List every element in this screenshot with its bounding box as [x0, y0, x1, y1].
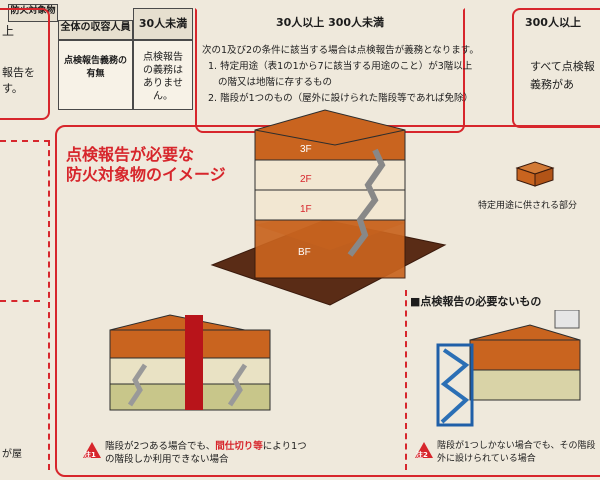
floor-label-2f: 2F	[300, 174, 312, 185]
bf-block	[254, 219, 406, 279]
note2-line2: 外に設けられている場合	[437, 454, 536, 464]
note2-badge: 注2	[416, 451, 428, 459]
legend-swatch	[515, 161, 555, 187]
under30-cell: 点検報告 の義務は ありません。	[133, 40, 193, 110]
warning-icon	[83, 442, 101, 458]
note2: 注2 階段が1つしかない場合でも、その階段 外に設けられている場合	[415, 440, 600, 470]
roof	[254, 109, 406, 146]
mid-condition-text: 次の1及び2の条件に該当する場合は点検報告が義務となります。 1. 特定用途（表…	[202, 43, 502, 107]
mid-line3: の階又は地階に存するもの	[218, 77, 333, 88]
under30-line1: 点検報告	[143, 52, 183, 63]
top-table: 防火対象物 全体の収容人員 30人未満 30人以上 300人未満 300人以上 …	[0, 0, 600, 133]
left-snippet-2: す。	[2, 82, 23, 95]
floor-1-block	[254, 189, 406, 221]
floor-label-1f: 1F	[300, 204, 312, 215]
note1-line1: 階段が2つある場合でも、間仕切り等により1つ	[105, 440, 307, 453]
section-divider	[405, 290, 407, 470]
under30-line2: の義務は	[143, 65, 183, 76]
mid-line4: 2. 階段が1つのもの（屋外に設けられた階段等であれば免除）	[208, 93, 474, 104]
note1-building-illustration	[109, 314, 271, 411]
over300-text: すべて点検報 義務があ	[530, 58, 595, 94]
note1-badge: 注1	[84, 451, 96, 459]
outdoor-stair-frame	[436, 343, 474, 427]
left-column-box	[0, 8, 50, 120]
mid-line1: 次の1及び2の条件に該当する場合は点検報告が義務となります。	[202, 45, 479, 56]
left-partial-label: 上	[2, 24, 15, 38]
note1-highlight: 間仕切り等	[215, 441, 263, 452]
headline: 点検報告が必要な 防火対象物のイメージ	[66, 145, 226, 185]
under30-line3: ありません。	[143, 78, 183, 102]
note2-line1: 階段が1つしかない場合でも、その階段	[437, 441, 596, 451]
red-partition	[185, 315, 203, 410]
note1-text: 階段が2つある場合でも、間仕切り等により1つ の階段しか利用できない場合	[105, 440, 307, 466]
headline-line2: 防火対象物のイメージ	[66, 165, 226, 184]
staircase	[347, 148, 386, 257]
no-report-title: ■点検報告の必要ないもの	[410, 295, 542, 308]
main-building-illustration: 3F 2F 1F BF	[210, 109, 447, 306]
under30-col-header: 30人未満	[133, 8, 193, 40]
legend-label: 特定用途に供される部分	[478, 201, 578, 211]
headline-line1: 点検報告が必要な	[66, 145, 195, 164]
left-dashed-top	[0, 140, 50, 142]
outdoor-stair	[440, 348, 470, 424]
floor-label-bf: BF	[298, 247, 311, 258]
capacity-col-label: 全体の収容人員	[58, 20, 133, 40]
left-bottom-snippet: が屋	[2, 449, 22, 460]
note2-building-illustration	[436, 310, 581, 427]
left-dashed-mid	[0, 300, 40, 302]
left-dashed-vert	[48, 140, 50, 470]
floor-label-3f: 3F	[300, 144, 312, 155]
over300-column-box	[512, 8, 600, 128]
30to300-col-header: 30人以上 300人未満	[275, 16, 385, 29]
note1-text-b: により1つ	[262, 441, 307, 452]
note1-line2: の階段しか利用できない場合	[105, 454, 229, 465]
over300-line1: すべて点検報	[530, 60, 595, 73]
note1-text-a: 階段が2つある場合でも、	[105, 441, 216, 452]
warning-icon	[415, 442, 433, 458]
left-snippet-1: 報告を	[2, 66, 35, 79]
over300-line2: 義務があ	[530, 78, 574, 91]
over300-col-header: 300人以上	[525, 16, 581, 29]
mid-line2: 1. 特定用途（表1の1から7に該当する用途のこと）が3階以上	[208, 61, 473, 72]
note1: 注1 階段が2つある場合でも、間仕切り等により1つ の階段しか利用できない場合	[83, 440, 403, 470]
note2-text: 階段が1つしかない場合でも、その階段 外に設けられている場合	[437, 440, 595, 466]
report-duty-row-label: 点検報告義務の有無	[58, 40, 133, 110]
